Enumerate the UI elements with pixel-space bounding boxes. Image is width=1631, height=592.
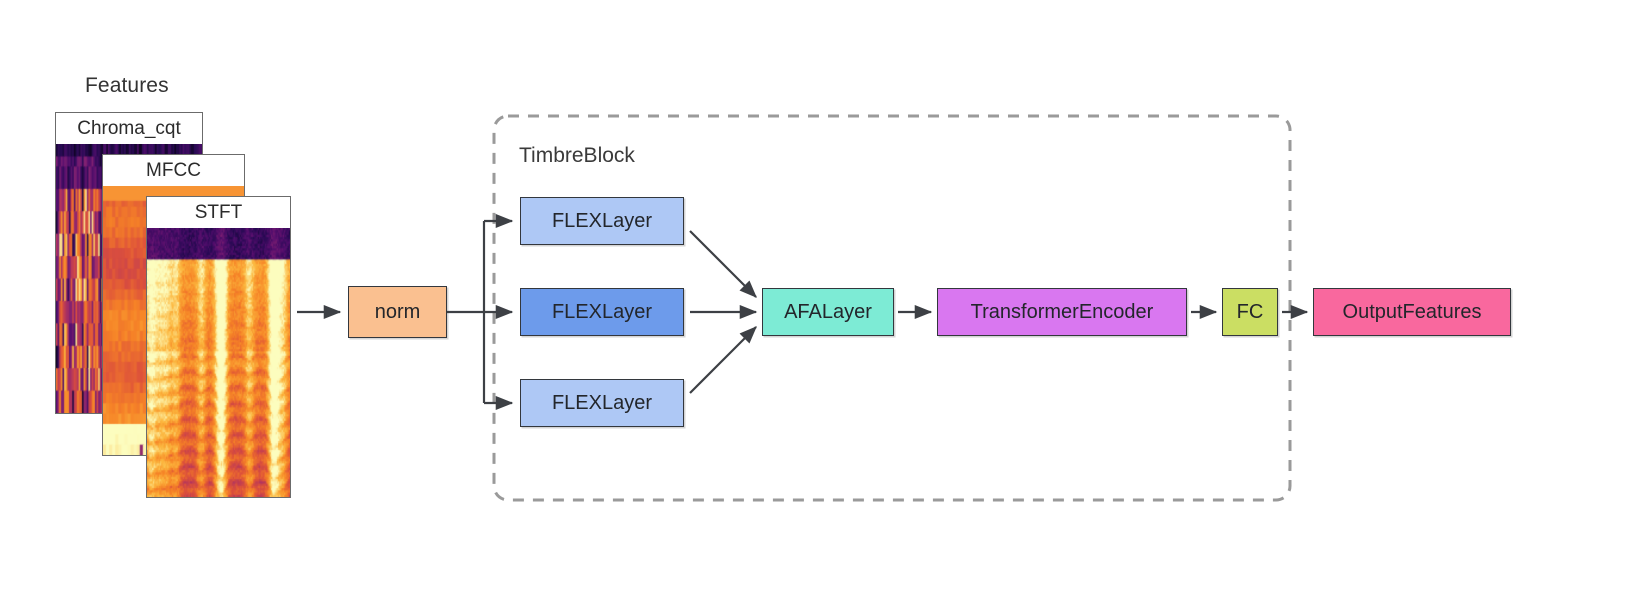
node-output-features[interactable]: OutputFeatures — [1313, 288, 1511, 336]
node-norm[interactable]: norm — [348, 286, 447, 338]
node-label: OutputFeatures — [1342, 300, 1482, 323]
node-label: norm — [374, 300, 421, 323]
feature-card-label: STFT — [147, 197, 290, 228]
node-flexlayer-top[interactable]: FLEXLayer — [520, 197, 684, 245]
edge-flex-bottom-to-afa — [689, 326, 757, 394]
node-label: FLEXLayer — [551, 300, 653, 323]
node-label: FLEXLayer — [551, 391, 653, 414]
node-label: FC — [1236, 300, 1264, 323]
edge-flex-top-to-afa — [689, 230, 757, 298]
node-label: FLEXLayer — [551, 209, 653, 232]
node-afalayer[interactable]: AFALayer — [762, 288, 894, 336]
node-flexlayer-middle[interactable]: FLEXLayer — [520, 288, 684, 336]
feature-card-label: MFCC — [103, 155, 244, 186]
node-label: AFALayer — [784, 300, 872, 323]
timbre-block-label: TimbreBlock — [519, 144, 635, 167]
feature-card-stft[interactable]: STFT — [146, 196, 291, 498]
node-flexlayer-bottom[interactable]: FLEXLayer — [520, 379, 684, 427]
spectrogram-stft — [147, 228, 290, 497]
node-label: TransformerEncoder — [970, 300, 1154, 323]
features-title: Features — [85, 74, 169, 97]
node-transformer-encoder[interactable]: TransformerEncoder — [937, 288, 1187, 336]
feature-card-label: Chroma_cqt — [56, 113, 202, 144]
node-fc[interactable]: FC — [1222, 288, 1278, 336]
